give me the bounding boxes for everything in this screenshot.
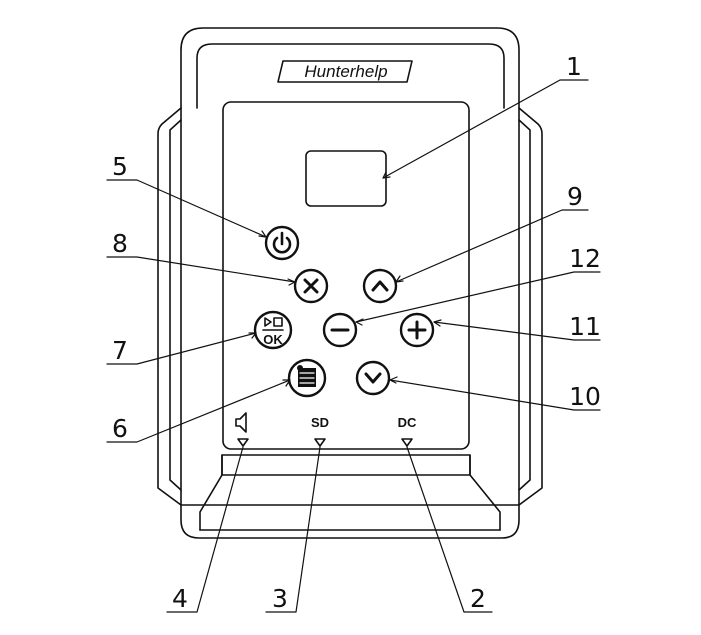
minus-button[interactable] xyxy=(322,312,358,348)
front-panel xyxy=(222,101,470,450)
callout-1: 1 xyxy=(566,52,582,81)
callout-11: 11 xyxy=(569,312,601,341)
callout-10: 10 xyxy=(569,382,601,411)
plus-button[interactable] xyxy=(399,312,435,348)
dc-label: DC xyxy=(398,415,417,430)
callout-3: 3 xyxy=(272,584,288,613)
ok-label: OK xyxy=(263,332,283,347)
down-button[interactable] xyxy=(355,360,391,396)
chevron-up-icon xyxy=(371,280,389,292)
callout-6: 6 xyxy=(112,414,128,443)
close-button[interactable] xyxy=(293,268,329,304)
speaker-icon xyxy=(235,412,247,433)
chevron-down-icon xyxy=(364,372,382,384)
callout-2: 2 xyxy=(470,584,486,613)
up-button[interactable] xyxy=(362,268,398,304)
callout-5: 5 xyxy=(112,152,128,181)
menu-button[interactable] xyxy=(287,358,327,398)
play-ok-button[interactable] xyxy=(253,310,293,350)
callout-12: 12 xyxy=(569,244,601,273)
callout-8: 8 xyxy=(112,229,128,258)
menu-icon xyxy=(297,365,316,387)
logo-text: Hunterhelp xyxy=(304,62,387,81)
plus-icon xyxy=(407,320,427,340)
play-ok-icon xyxy=(262,317,284,331)
callout-4: 4 xyxy=(172,584,188,613)
indicator-led-3 xyxy=(314,438,326,447)
sd-label: SD xyxy=(311,415,329,430)
callout-9: 9 xyxy=(567,182,583,211)
logo-badge xyxy=(277,60,413,83)
close-icon xyxy=(303,278,319,294)
display-window xyxy=(305,150,387,207)
power-icon xyxy=(272,231,292,254)
callout-7: 7 xyxy=(112,336,128,365)
bottom-bar xyxy=(221,454,471,476)
indicator-led-2 xyxy=(401,438,413,447)
device-body xyxy=(157,27,543,539)
leader-lines xyxy=(106,79,601,613)
power-button[interactable] xyxy=(264,225,300,261)
indicator-led-4 xyxy=(237,438,249,447)
